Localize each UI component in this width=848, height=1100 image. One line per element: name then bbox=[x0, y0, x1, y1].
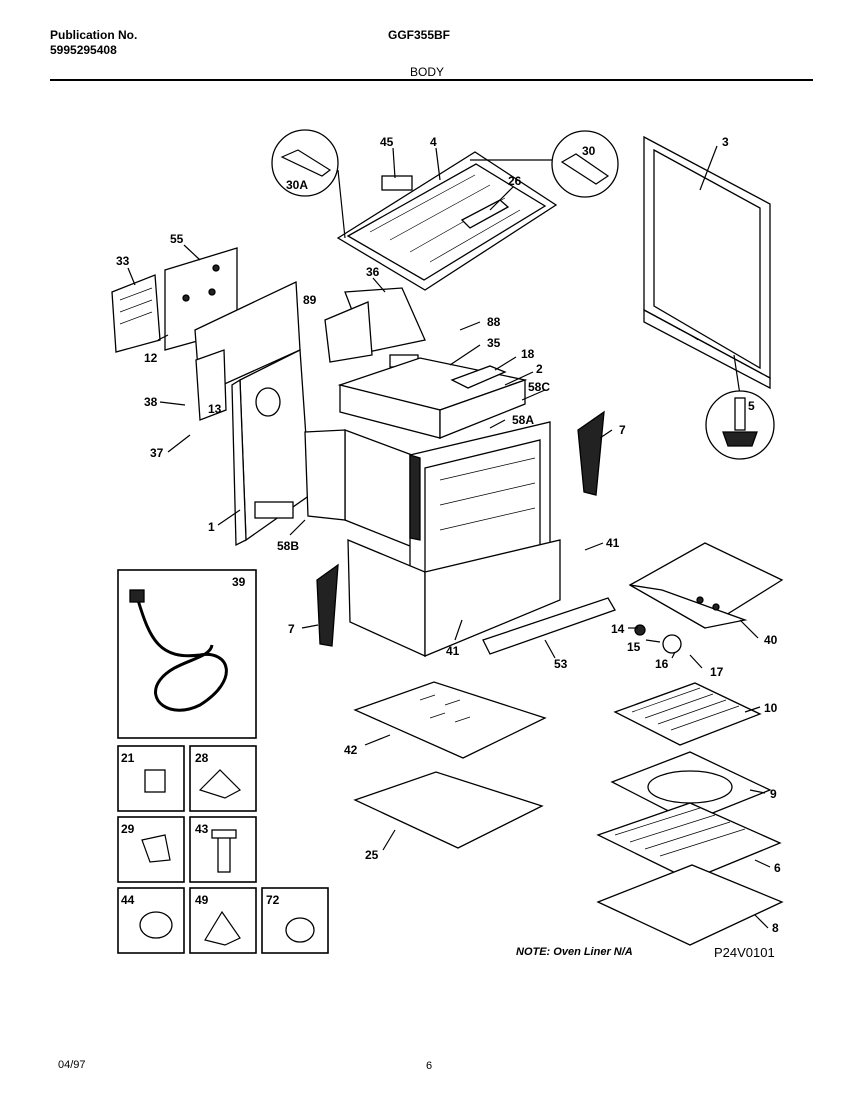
callout-72: 72 bbox=[266, 893, 280, 907]
callout-14: 14 bbox=[611, 622, 625, 636]
callout-53: 53 bbox=[554, 657, 568, 671]
small-parts-boxes bbox=[117, 745, 329, 954]
callout-10: 10 bbox=[764, 701, 778, 715]
diagram-code: P24V0101 bbox=[714, 945, 775, 960]
oven-top-part bbox=[337, 357, 528, 439]
callout-16: 16 bbox=[655, 657, 669, 671]
callout-39: 39 bbox=[232, 575, 246, 589]
callout-1: 1 bbox=[208, 520, 215, 534]
publication-date: 04/97 bbox=[58, 1059, 86, 1071]
callout-55: 55 bbox=[170, 232, 184, 246]
leveler-detail bbox=[705, 354, 775, 460]
callout-30a: 30A bbox=[286, 178, 308, 192]
publication-number: 5995295408 bbox=[50, 43, 117, 57]
callout-40: 40 bbox=[764, 633, 778, 647]
callout-15: 15 bbox=[627, 640, 641, 654]
callout-28: 28 bbox=[195, 751, 209, 765]
callout-41-bottom: 41 bbox=[446, 644, 460, 658]
callout-21: 21 bbox=[121, 751, 135, 765]
callout-7-bottom: 7 bbox=[288, 622, 295, 636]
broiler-pan-part bbox=[353, 681, 547, 849]
callout-36: 36 bbox=[366, 265, 380, 279]
model-number: GGF355BF bbox=[388, 28, 451, 42]
callout-30: 30 bbox=[582, 144, 596, 158]
detail-circle-30a bbox=[271, 129, 346, 239]
callout-58a: 58A bbox=[512, 413, 534, 427]
detail-circle-30 bbox=[470, 130, 619, 198]
door-hinge-part bbox=[316, 410, 605, 647]
callout-8: 8 bbox=[772, 921, 779, 935]
callout-5: 5 bbox=[748, 399, 755, 413]
callout-49: 49 bbox=[195, 893, 209, 907]
callout-42: 42 bbox=[344, 743, 358, 757]
oven-racks-part bbox=[596, 682, 784, 946]
callout-2: 2 bbox=[536, 362, 543, 376]
leader-lines bbox=[127, 145, 771, 929]
callout-26: 26 bbox=[508, 174, 522, 188]
callout-45: 45 bbox=[380, 135, 394, 149]
callout-41-top: 41 bbox=[606, 536, 620, 550]
callout-12: 12 bbox=[144, 351, 158, 365]
callout-88: 88 bbox=[487, 315, 501, 329]
broiler-drawer-part bbox=[482, 542, 784, 655]
header-rule bbox=[50, 79, 813, 81]
callout-13: 13 bbox=[208, 402, 222, 416]
callout-29: 29 bbox=[121, 822, 135, 836]
callout-9: 9 bbox=[770, 787, 777, 801]
footnote: NOTE: Oven Liner N/A bbox=[516, 946, 633, 958]
section-title: BODY bbox=[410, 65, 445, 79]
callout-3: 3 bbox=[722, 135, 729, 149]
callout-58b: 58B bbox=[277, 539, 299, 553]
door-frame-part bbox=[643, 135, 771, 390]
publication-label: Publication No. bbox=[50, 28, 138, 42]
callout-43: 43 bbox=[195, 822, 209, 836]
callout-labels: 45 4 30 3 30A 26 33 55 36 89 88 35 18 2 … bbox=[116, 135, 781, 935]
callout-37: 37 bbox=[150, 446, 164, 460]
callout-33: 33 bbox=[116, 254, 130, 268]
callout-58c: 58C bbox=[528, 380, 550, 394]
top-panel-part bbox=[336, 151, 558, 291]
callout-35: 35 bbox=[487, 336, 501, 350]
callout-7-top: 7 bbox=[619, 423, 626, 437]
callout-44: 44 bbox=[121, 893, 135, 907]
callout-25: 25 bbox=[365, 848, 379, 862]
callout-89: 89 bbox=[303, 293, 317, 307]
power-cord-box bbox=[117, 569, 257, 739]
burner-box-part bbox=[324, 287, 426, 368]
lower-frame-part bbox=[347, 457, 561, 658]
body-side-part bbox=[194, 280, 311, 547]
callout-17: 17 bbox=[710, 665, 724, 679]
callout-38: 38 bbox=[144, 395, 158, 409]
page-number: 6 bbox=[426, 1060, 433, 1072]
callout-18: 18 bbox=[521, 347, 535, 361]
callout-6: 6 bbox=[774, 861, 781, 875]
callout-4: 4 bbox=[430, 135, 437, 149]
